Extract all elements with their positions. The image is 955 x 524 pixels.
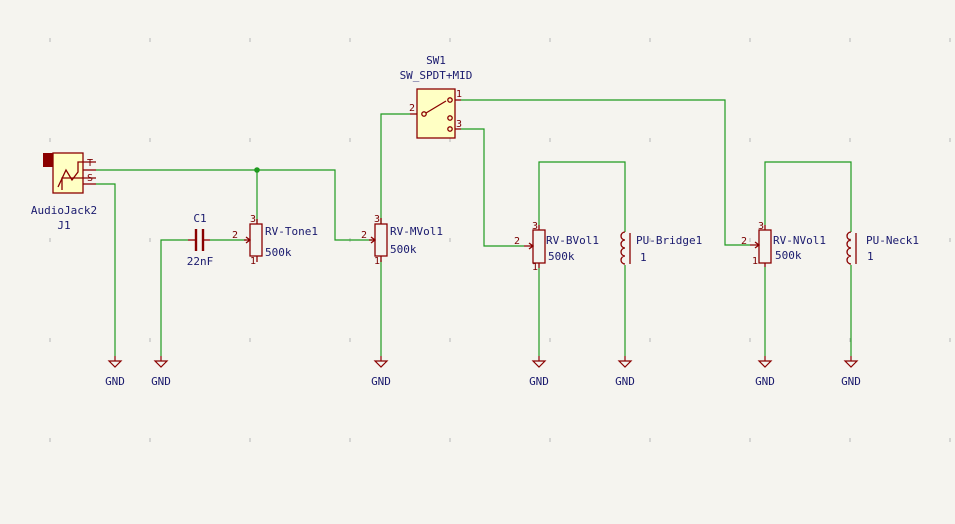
svg-text:GND: GND bbox=[755, 375, 775, 388]
switch-pin-3: 3 bbox=[456, 119, 462, 130]
tone-pin-1: 1 bbox=[250, 256, 256, 267]
bvol-ref: RV-BVol1 bbox=[546, 234, 599, 247]
audio-jack-j1[interactable]: T S AudioJack2 J1 bbox=[31, 152, 97, 232]
wires bbox=[96, 99, 852, 356]
mvol-body bbox=[374, 223, 388, 257]
svg-text:GND: GND bbox=[841, 375, 861, 388]
svg-text:GND: GND bbox=[105, 375, 125, 388]
pot-rv-nvol1[interactable]: 2 3 1 RV-NVol1 500k bbox=[741, 221, 826, 267]
nvol-wiper bbox=[750, 241, 761, 249]
gnd-symbol: GND bbox=[615, 356, 635, 388]
bvol-wiper bbox=[524, 242, 535, 250]
pot-rv-mvol1[interactable]: 2 3 1 RV-MVol1 500k bbox=[361, 214, 443, 267]
wire-nvol-neck-loop bbox=[764, 161, 852, 232]
mvol-value: 500k bbox=[390, 243, 417, 256]
jack-pin-s: S bbox=[87, 173, 93, 184]
neck-value: 1 bbox=[867, 250, 874, 263]
switch-lever bbox=[425, 100, 447, 114]
bvol-value: 500k bbox=[548, 250, 575, 263]
cap-ref: C1 bbox=[193, 212, 206, 225]
pot-rv-bvol1[interactable]: 2 3 1 RV-BVol1 500k bbox=[514, 221, 599, 273]
gnd-symbol: GND bbox=[755, 356, 775, 388]
switch-body bbox=[416, 88, 456, 139]
gnd-symbol: GND bbox=[105, 356, 125, 388]
pickup-pu-bridge1[interactable]: PU-Bridge1 1 bbox=[620, 231, 702, 265]
capacitor-c1[interactable]: C1 22nF bbox=[187, 212, 214, 268]
switch-pin-1: 1 bbox=[456, 89, 462, 100]
switch-ref: SW1 bbox=[426, 54, 446, 67]
bvol-pin-3: 3 bbox=[532, 221, 538, 232]
tone-body bbox=[249, 223, 263, 257]
tone-value: 500k bbox=[265, 246, 292, 259]
neck-coil bbox=[846, 231, 852, 265]
wire-cap-gnd bbox=[160, 239, 188, 356]
mvol-pin-3: 3 bbox=[374, 214, 380, 225]
nvol-ref: RV-NVol1 bbox=[773, 234, 826, 247]
wire-mvol-switch bbox=[380, 113, 410, 224]
bridge-value: 1 bbox=[640, 251, 647, 264]
wire-sw1-neck bbox=[461, 99, 750, 246]
tone-pin-2: 2 bbox=[232, 230, 238, 241]
jack-tip-contact bbox=[57, 161, 96, 188]
bvol-body bbox=[532, 229, 546, 264]
nvol-pin-3: 3 bbox=[758, 221, 764, 232]
cap-value: 22nF bbox=[187, 255, 214, 268]
bvol-pin-2: 2 bbox=[514, 236, 520, 247]
bridge-coil bbox=[620, 231, 626, 265]
switch-common-contact bbox=[421, 111, 427, 117]
svg-text:GND: GND bbox=[371, 375, 391, 388]
nvol-value: 500k bbox=[775, 249, 802, 262]
jack-value: AudioJack2 bbox=[31, 204, 97, 217]
gnd-symbol: GND bbox=[371, 356, 391, 388]
mvol-pin-1: 1 bbox=[374, 256, 380, 267]
jack-sleeve-contact bbox=[61, 177, 96, 190]
mvol-ref: RV-MVol1 bbox=[390, 225, 443, 238]
gnd-symbol: GND bbox=[151, 356, 171, 388]
bvol-pin-1: 1 bbox=[532, 262, 538, 273]
pot-rv-tone1[interactable]: 2 3 1 RV-Tone1 500k bbox=[232, 214, 318, 267]
wire-sleeve-gnd bbox=[96, 183, 116, 356]
jack-sleeve-block bbox=[43, 153, 53, 167]
mvol-wiper bbox=[369, 236, 377, 244]
svg-text:GND: GND bbox=[529, 375, 549, 388]
ground-symbols: GND GND GND GND GND GND GND bbox=[105, 356, 861, 388]
tone-pin-3: 3 bbox=[250, 214, 256, 225]
switch-sw1[interactable]: SW1 SW_SPDT+MID 2 1 3 bbox=[400, 54, 473, 139]
tone-ref: RV-Tone1 bbox=[265, 225, 318, 238]
wire-bvol-bridge-loop bbox=[538, 161, 626, 232]
switch-value: SW_SPDT+MID bbox=[400, 69, 473, 82]
switch-pin-2: 2 bbox=[409, 103, 415, 114]
nvol-pin-2: 2 bbox=[741, 236, 747, 247]
bridge-ref: PU-Bridge1 bbox=[636, 234, 702, 247]
gnd-symbol: GND bbox=[529, 356, 549, 388]
nvol-body bbox=[758, 229, 772, 264]
svg-text:GND: GND bbox=[151, 375, 171, 388]
jack-ref: J1 bbox=[57, 219, 70, 232]
wire-tip-net bbox=[96, 169, 372, 241]
neck-ref: PU-Neck1 bbox=[866, 234, 919, 247]
gnd-symbol: GND bbox=[841, 356, 861, 388]
svg-text:GND: GND bbox=[615, 375, 635, 388]
tone-wiper bbox=[244, 236, 252, 244]
nvol-pin-1: 1 bbox=[752, 256, 758, 267]
pickup-pu-neck1[interactable]: PU-Neck1 1 bbox=[846, 231, 919, 265]
junction-dot bbox=[254, 167, 260, 173]
mvol-pin-2: 2 bbox=[361, 230, 367, 241]
jack-pin-t: T bbox=[87, 158, 93, 169]
wire-sw3-bridge bbox=[461, 128, 524, 247]
